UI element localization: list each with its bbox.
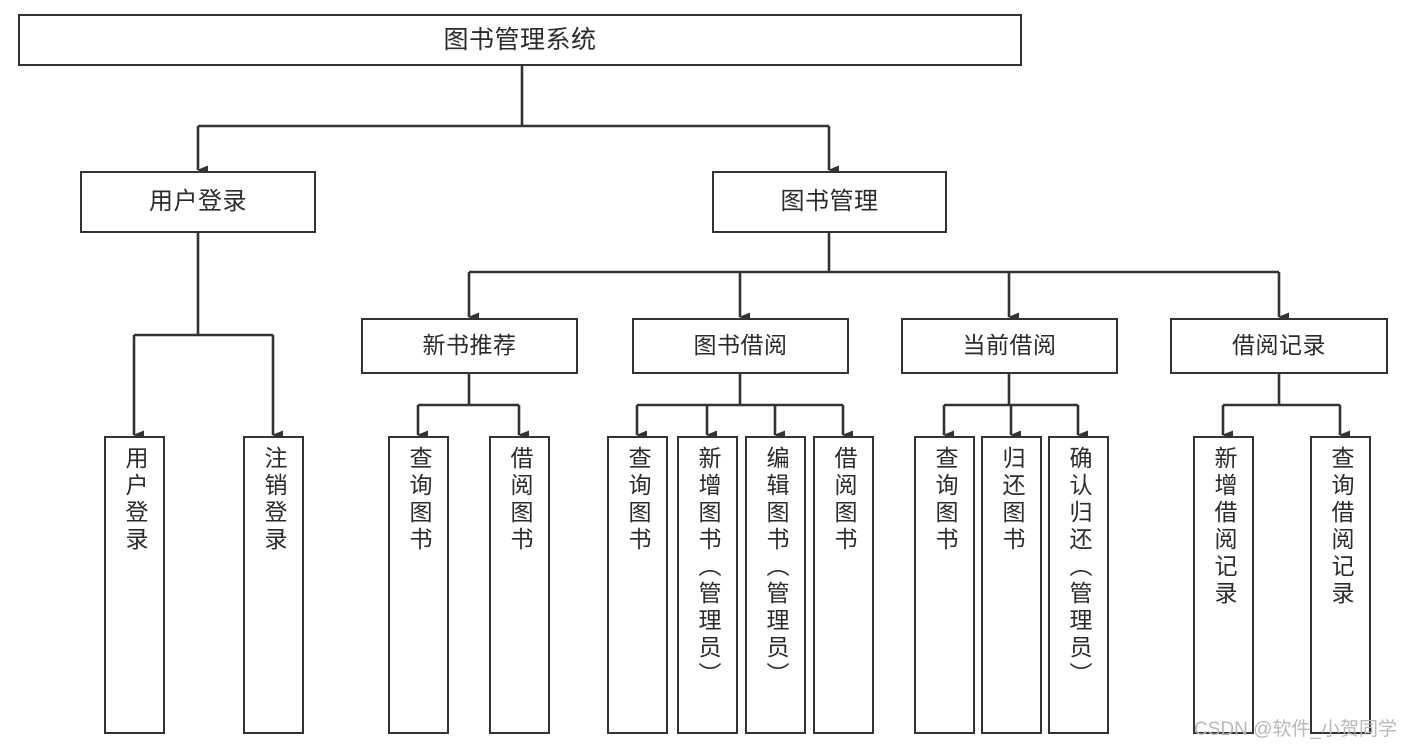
leaf-current-return-book[interactable]: 归还图书	[981, 436, 1042, 734]
node-label: 归还图书	[999, 446, 1025, 554]
leaf-borrow-edit-book-admin[interactable]: 编辑图书（管理员）	[745, 436, 806, 734]
node-borrowing-records[interactable]: 借阅记录	[1170, 318, 1388, 374]
node-new-book-recommendation[interactable]: 新书推荐	[361, 318, 578, 374]
node-label: 新书推荐	[422, 332, 517, 359]
leaf-current-query-book[interactable]: 查询图书	[914, 436, 975, 734]
node-label: 查询借阅记录	[1328, 446, 1354, 608]
node-label: 新增借阅记录	[1211, 446, 1237, 608]
node-label: 用户登录	[122, 446, 148, 554]
leaf-borrow-query-book[interactable]: 查询图书	[607, 436, 668, 734]
leaf-user-login[interactable]: 用户登录	[104, 436, 165, 734]
node-root-system[interactable]: 图书管理系统	[18, 14, 1022, 66]
node-label: 借阅记录	[1232, 332, 1326, 359]
node-label: 注销登录	[261, 446, 287, 554]
leaf-current-confirm-return-admin[interactable]: 确认归还（管理员）	[1048, 436, 1109, 734]
node-label: 查询图书	[932, 446, 958, 554]
node-book-borrowing[interactable]: 图书借阅	[632, 318, 849, 374]
leaf-record-add-borrow-record[interactable]: 新增借阅记录	[1193, 436, 1254, 734]
leaf-user-logout[interactable]: 注销登录	[243, 436, 304, 734]
node-user-login[interactable]: 用户登录	[80, 171, 316, 233]
node-label: 图书借阅	[693, 332, 788, 359]
node-label: 查询图书	[625, 446, 651, 554]
leaf-borrow-borrow-book[interactable]: 借阅图书	[813, 436, 874, 734]
csdn-watermark: CSDN @软件_小贺同学	[1194, 719, 1397, 740]
node-book-management[interactable]: 图书管理	[712, 171, 947, 233]
node-label: 图书管理	[780, 187, 879, 215]
node-label: 当前借阅	[962, 332, 1057, 359]
node-label: 用户登录	[149, 187, 247, 215]
leaf-recommend-borrow-book[interactable]: 借阅图书	[489, 436, 550, 734]
leaf-record-query-borrow-record[interactable]: 查询借阅记录	[1310, 436, 1371, 734]
node-current-borrowing[interactable]: 当前借阅	[901, 318, 1118, 374]
node-label: 查询图书	[406, 446, 432, 554]
leaf-borrow-add-book-admin[interactable]: 新增图书（管理员）	[677, 436, 738, 734]
node-label: 确认归还（管理员）	[1066, 446, 1092, 689]
node-label: 新增图书（管理员）	[695, 446, 721, 689]
node-label: 借阅图书	[831, 446, 857, 554]
node-label: 编辑图书（管理员）	[763, 446, 789, 689]
leaf-recommend-query-book[interactable]: 查询图书	[388, 436, 449, 734]
node-label: 借阅图书	[507, 446, 533, 554]
node-label: 图书管理系统	[443, 26, 597, 54]
